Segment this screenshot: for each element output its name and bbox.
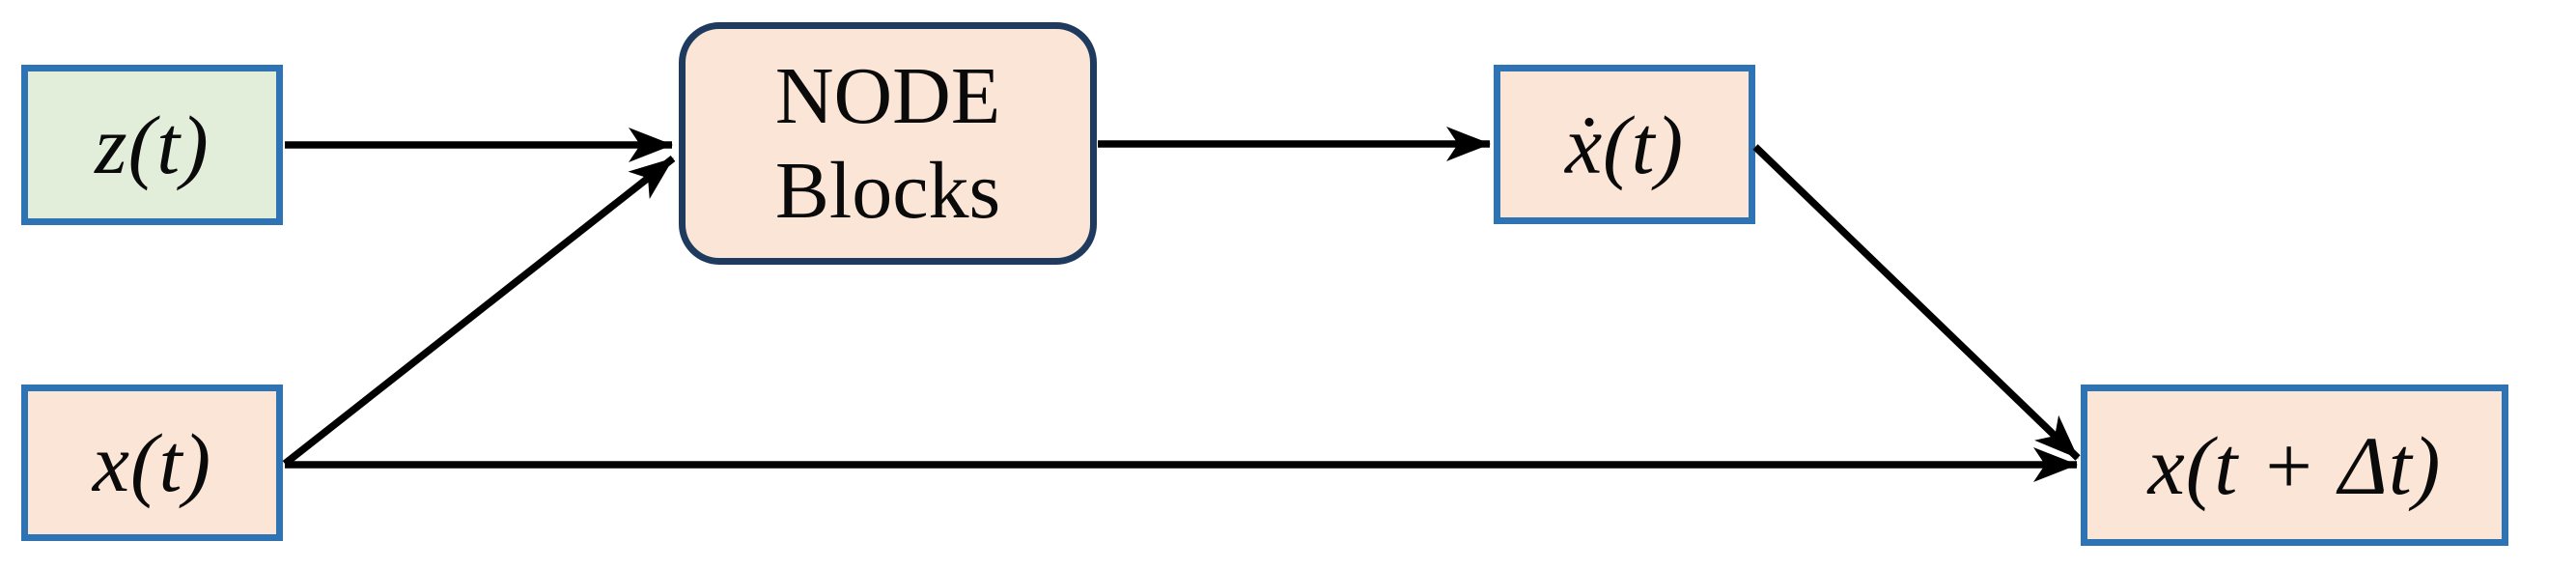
node-z-t: z(t) (21, 65, 283, 225)
node-x-t: x(t) (21, 385, 283, 541)
node-blocks-label-line1: NODE (774, 51, 1001, 142)
node-node-blocks: NODE Blocks (679, 22, 1097, 265)
node-x-t-label: x(t) (92, 416, 212, 509)
node-x-t-plus-dt-label: x(t + Δt) (2147, 418, 2442, 512)
node-blocks-label-line2: Blocks (774, 145, 1001, 236)
arrow-xdot-to-x-next (1752, 144, 2081, 461)
node-x-t-plus-dt: x(t + Δt) (2081, 385, 2508, 546)
node-x-dot-t: ẋ(t) (1494, 65, 1755, 224)
node-z-t-label: z(t) (95, 99, 210, 191)
arrow-x-to-node-blocks (282, 156, 676, 467)
node-x-dot-t-label: ẋ(t) (1564, 98, 1685, 191)
